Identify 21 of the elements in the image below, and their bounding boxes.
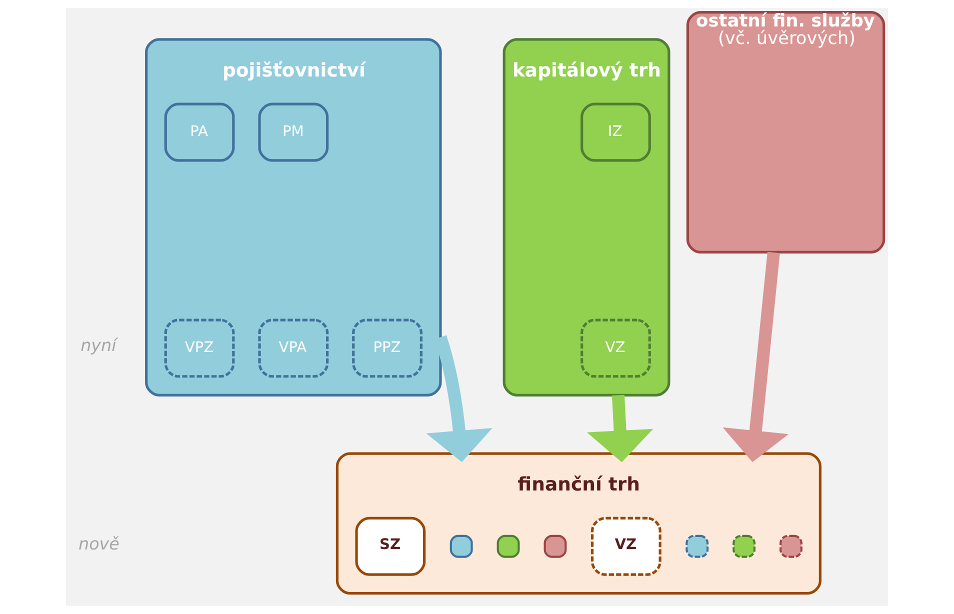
node-box: [780, 534, 802, 558]
node-box: VPA: [258, 318, 329, 378]
node-box: PM: [258, 102, 329, 162]
node-box: PA: [164, 102, 235, 162]
node-box: VPZ: [164, 318, 235, 378]
node-box: [450, 534, 473, 558]
label: nyní: [80, 336, 116, 356]
arrow: [426, 335, 492, 462]
node-box: ostatní fin. služby (vč. úvěrových): [686, 11, 886, 254]
node-box: VZ: [580, 318, 651, 378]
node-box: [496, 534, 520, 558]
node-box: [544, 534, 567, 558]
node-box: IZ: [580, 102, 651, 162]
arrow: [722, 252, 789, 462]
node-box: SZ: [355, 516, 426, 576]
node-box: VZ: [590, 516, 662, 576]
node-box: [686, 534, 709, 558]
arrow: [586, 394, 654, 462]
node-box: PPZ: [352, 318, 422, 378]
label: nově: [78, 534, 120, 554]
node-box: [732, 534, 756, 558]
